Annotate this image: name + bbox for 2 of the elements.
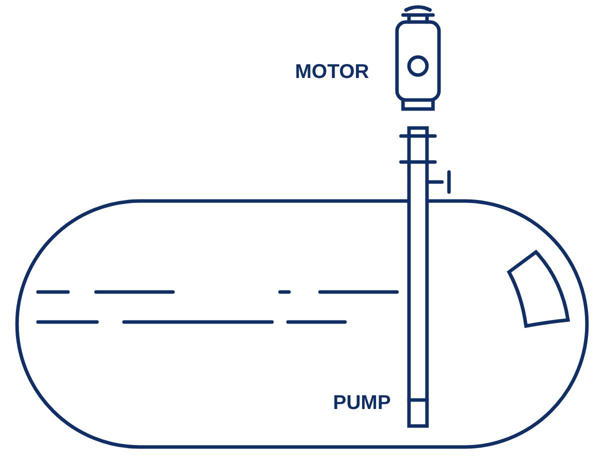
part-label: MOTOR xyxy=(295,61,370,83)
part-label: PUMP xyxy=(333,392,391,414)
